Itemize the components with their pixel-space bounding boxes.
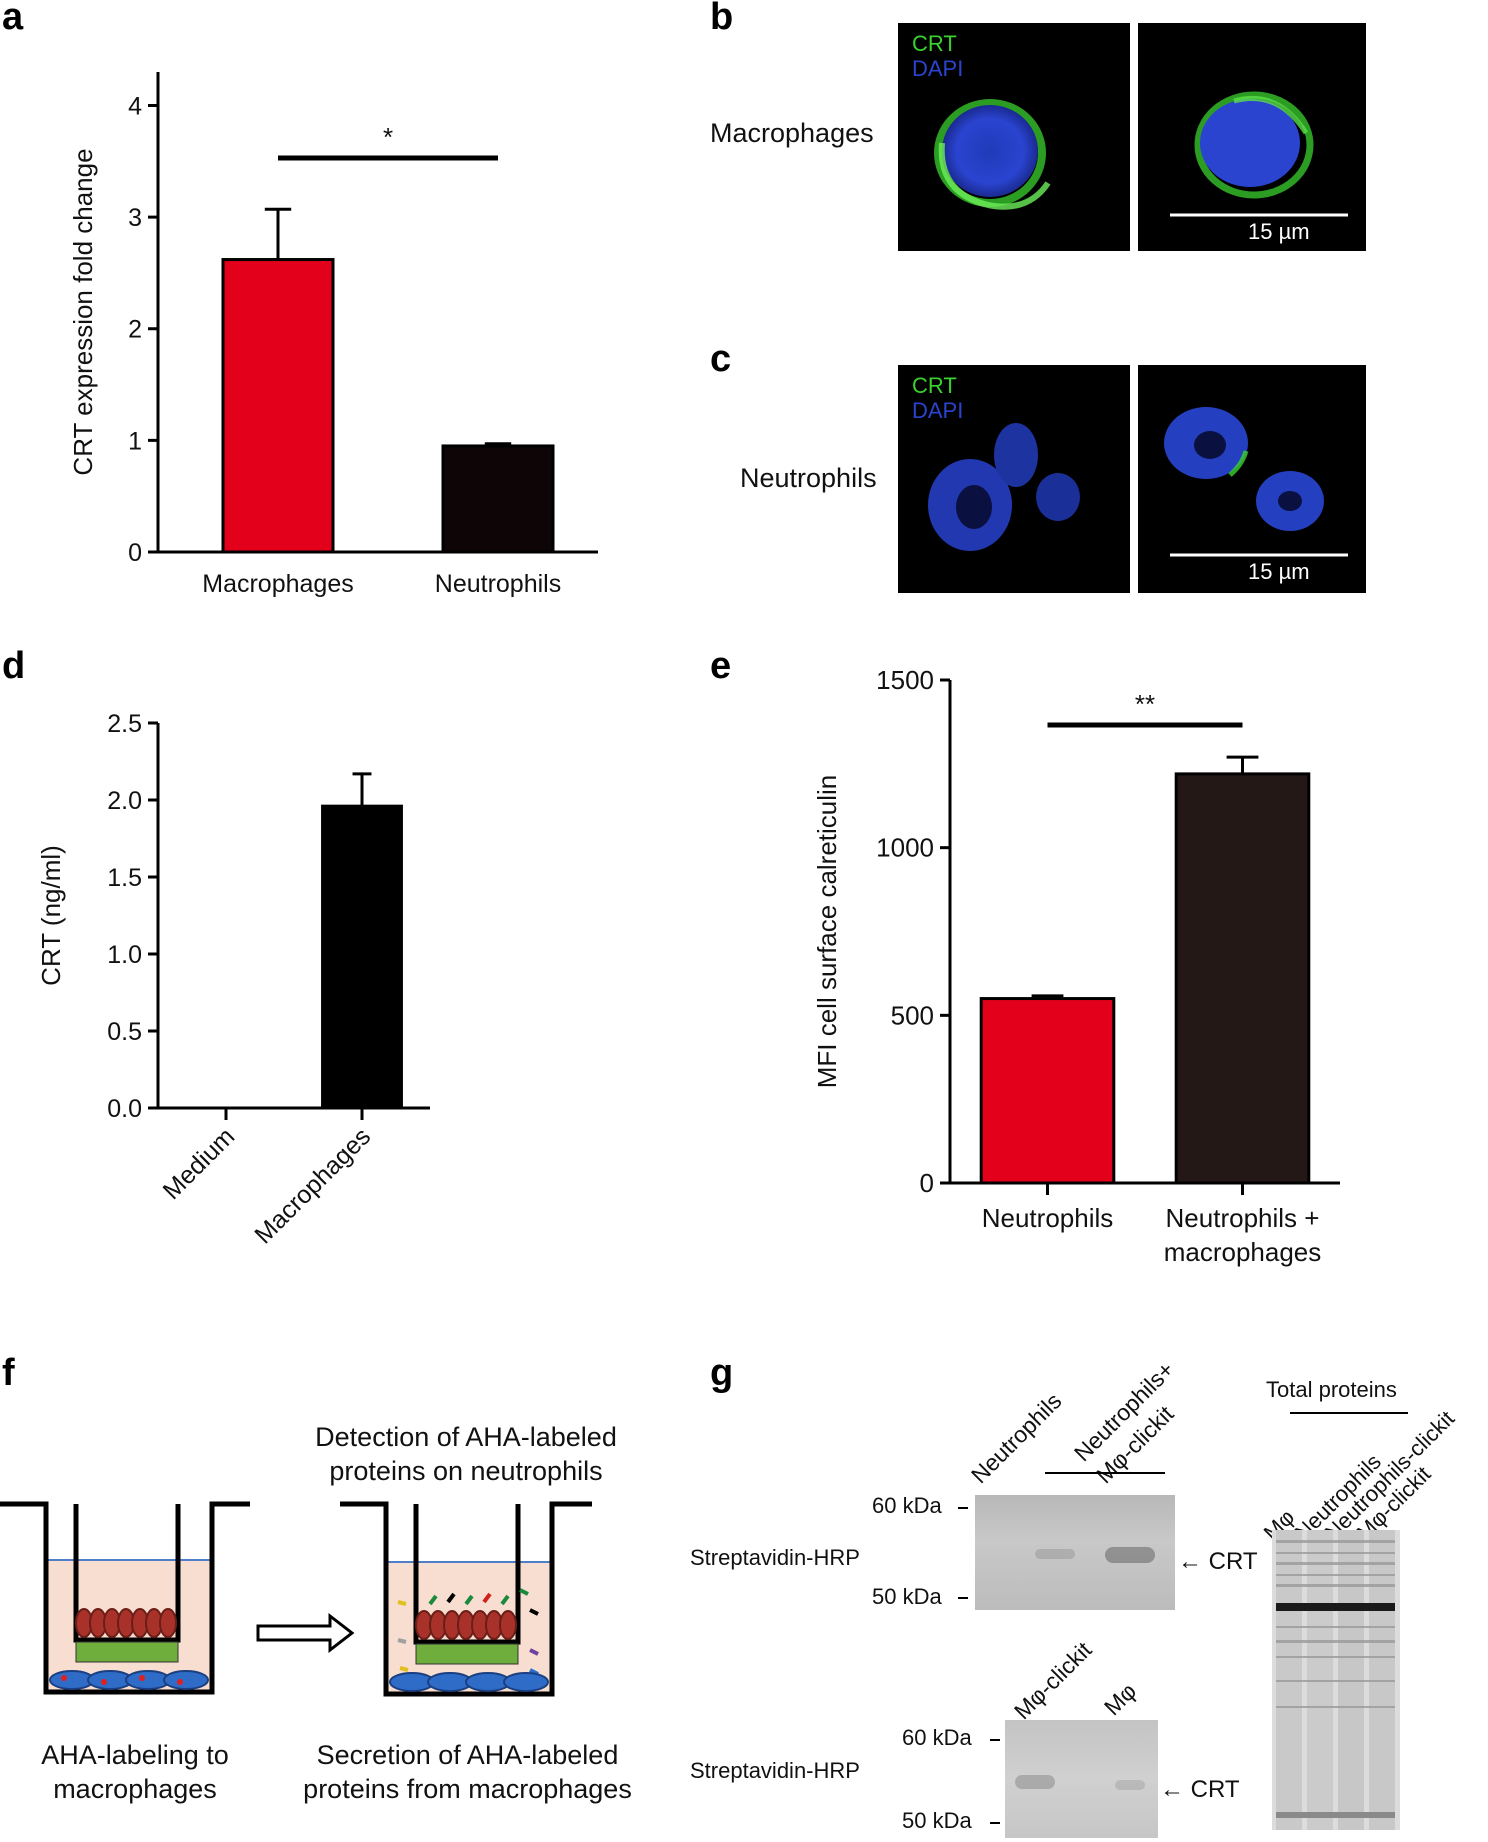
row-label-neutrophils: Neutrophils — [740, 463, 877, 493]
blot1-membrane — [975, 1495, 1175, 1610]
blot1-crt-arrow: ← CRT — [1178, 1548, 1258, 1575]
blot2-marker-60: 60 kDa — [902, 1725, 972, 1750]
panel-letter-b: b — [710, 0, 734, 38]
micrograph-macrophage-2: 15 µm — [1138, 23, 1366, 251]
neutrophil-cells-2 — [1164, 407, 1348, 557]
panel-letter-g: g — [710, 1352, 734, 1394]
y-axis-label: MFI cell surface calreticulin — [812, 775, 842, 1089]
process-arrow-icon — [256, 1612, 355, 1654]
blot2-marker-50: 50 kDa — [902, 1808, 972, 1833]
x-tick-label: Neutrophils — [435, 570, 561, 598]
blot2-label: Streptavidin-HRP — [690, 1758, 860, 1783]
panel-f-right-caption-2: proteins from macrophages — [303, 1774, 632, 1804]
y-tick-label: 1.5 — [107, 864, 142, 892]
crt-band — [1105, 1547, 1155, 1563]
bar-neutrophils-macrophages — [1174, 772, 1311, 1185]
y-axis-label: CRT expression fold change — [68, 148, 98, 475]
micrograph-neutrophil-1: CRT DAPI — [898, 365, 1130, 593]
legend-dapi: DAPI — [912, 398, 964, 423]
transwell-right — [340, 1501, 592, 1697]
neutrophil-cells-1 — [928, 423, 1080, 551]
crt-band — [1015, 1775, 1055, 1789]
micrograph-neutrophil-2: 15 µm — [1138, 365, 1366, 593]
x-tick-label: Macrophages — [202, 570, 353, 598]
y-tick-label: 0 — [128, 539, 142, 567]
panel-letter-c: c — [710, 338, 732, 380]
tick-mark — [990, 1739, 1000, 1741]
x-tick-label: Macrophages — [249, 1122, 376, 1249]
macrophage-cell-2 — [1170, 91, 1348, 217]
y-tick-label: 0.0 — [107, 1095, 142, 1123]
transwell-schematic — [0, 1501, 592, 1697]
blot1-marker-60: 60 kDa — [872, 1493, 942, 1518]
tick-mark — [958, 1597, 968, 1599]
macrophage-cell-1 — [934, 99, 1051, 210]
tick-mark — [958, 1507, 968, 1509]
dominant-band — [1276, 1603, 1395, 1611]
panel-f-left-caption-2: macrophages — [53, 1774, 217, 1804]
row-label-macrophages: Macrophages — [710, 118, 874, 148]
y-tick-label: 1000 — [876, 833, 934, 863]
tick-mark — [990, 1822, 1000, 1824]
panel-letter-d: d — [2, 645, 26, 687]
y-tick-label: 0 — [920, 1168, 934, 1198]
x-tick-label: Medium — [158, 1122, 241, 1205]
legend-crt: CRT — [912, 373, 957, 398]
x-tick-label: macrophages — [1164, 1237, 1322, 1267]
scale-bar-label: 15 µm — [1248, 219, 1310, 244]
y-tick-label: 1500 — [876, 665, 934, 695]
blot1-marker-50: 50 kDa — [872, 1584, 942, 1609]
legend-dapi: DAPI — [912, 56, 964, 81]
y-tick-label: 2 — [128, 316, 142, 344]
total-proteins-title: Total proteins — [1266, 1377, 1397, 1402]
x-tick-label: Neutrophils + — [1166, 1203, 1320, 1233]
panel-f-left-caption-1: AHA-labeling to — [41, 1740, 229, 1770]
total-proteins-gel — [1272, 1530, 1400, 1830]
significance-label: ** — [1135, 689, 1155, 719]
panel-f-top-caption-2: proteins on neutrophils — [329, 1456, 603, 1486]
y-tick-label: 3 — [128, 204, 142, 232]
bar-neutrophils — [441, 444, 555, 554]
panel-letter-a: a — [2, 0, 24, 38]
y-tick-label: 2.0 — [107, 787, 142, 815]
y-axis-label: CRT (ng/ml) — [36, 845, 66, 986]
significance-label: * — [383, 122, 393, 152]
panel-f-top-caption-1: Detection of AHA-labeled — [315, 1422, 617, 1452]
blot2-membrane — [1005, 1720, 1158, 1838]
scale-bar-label: 15 µm — [1248, 559, 1310, 584]
y-tick-label: 4 — [128, 92, 142, 120]
blot2-lane-mphi: Mφ — [1098, 1677, 1142, 1721]
faint-band — [1035, 1549, 1075, 1559]
bar-macrophages — [221, 258, 335, 554]
blot1-group-line — [1045, 1472, 1165, 1474]
blot2-lane-mphi-clickit: Mφ-clickit — [1008, 1636, 1097, 1725]
legend-crt: CRT — [912, 31, 957, 56]
panel-f-right-caption-1: Secretion of AHA-labeled — [316, 1740, 619, 1770]
x-tick-label: Neutrophils — [982, 1203, 1114, 1233]
y-tick-label: 1 — [128, 427, 142, 455]
y-tick-label: 500 — [891, 1000, 934, 1030]
micrograph-macrophage-1: CRT DAPI — [898, 23, 1130, 251]
panel-letter-e: e — [710, 645, 732, 687]
bar-neutrophils — [979, 997, 1116, 1185]
blot2-crt-arrow: ← CRT — [1160, 1776, 1240, 1803]
panel-letter-f: f — [2, 1352, 15, 1394]
blot1-label: Streptavidin-HRP — [690, 1545, 860, 1570]
total-proteins-line — [1290, 1412, 1408, 1414]
faint-band — [1115, 1780, 1145, 1790]
y-tick-label: 0.5 — [107, 1018, 142, 1046]
y-tick-label: 1.0 — [107, 941, 142, 969]
transwell-left — [0, 1501, 250, 1695]
y-tick-label: 2.5 — [107, 710, 142, 738]
bar-macrophages — [321, 804, 403, 1110]
